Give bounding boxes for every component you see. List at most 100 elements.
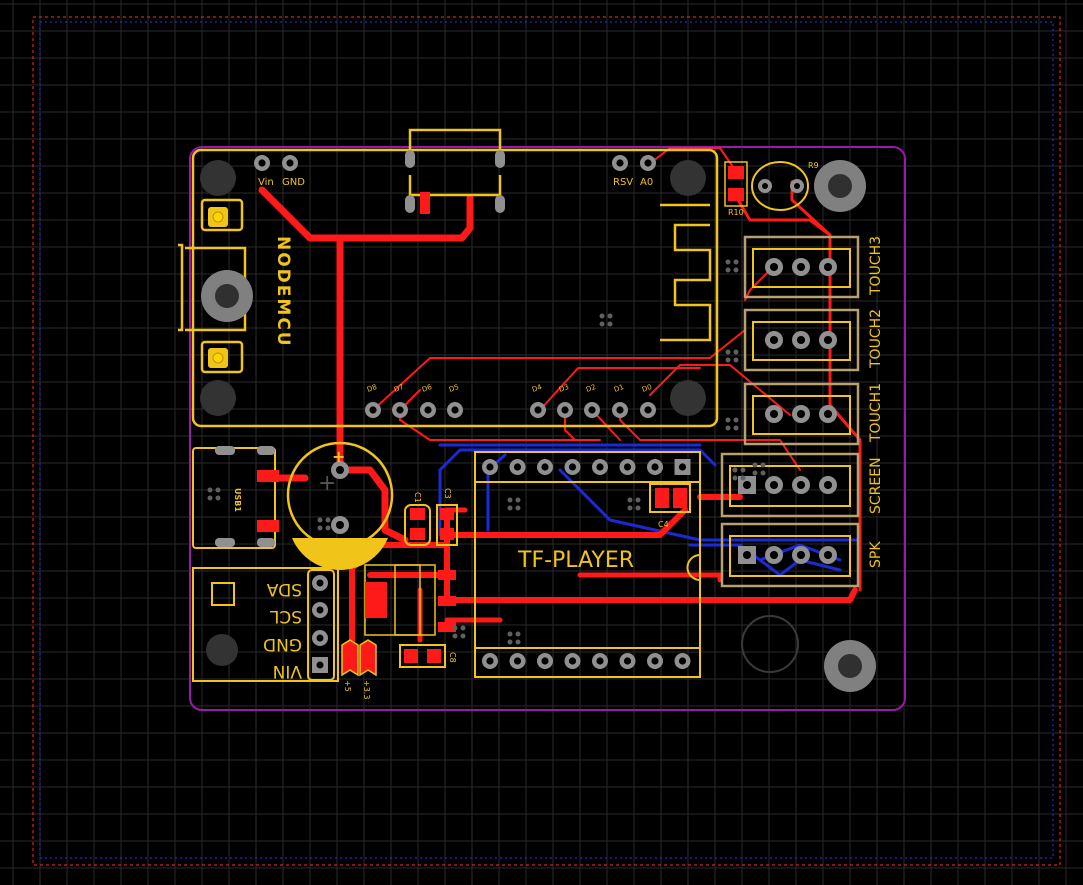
via: [507, 497, 513, 503]
c4-label: C4: [658, 520, 669, 529]
i2c-label-scl: SCL: [269, 606, 302, 626]
via: [725, 267, 731, 273]
connector-label-spk: SPK: [868, 541, 884, 568]
via: [215, 495, 221, 501]
via: [325, 517, 331, 523]
via: [215, 487, 221, 493]
bottom-pin-label: D3: [558, 383, 570, 394]
via: [460, 625, 466, 631]
via: [725, 357, 731, 363]
tf-player-label: TF-PLAYER: [517, 548, 634, 573]
tf-bottom-pin-hole: [513, 657, 522, 665]
nodemcu-bottom-pin-hole: [561, 406, 569, 414]
via: [725, 349, 731, 355]
c8-label: C8: [448, 652, 457, 663]
bottom-pin-label: D5: [448, 383, 460, 394]
connector-pin-hole: [742, 550, 752, 560]
c3-label: C3: [443, 488, 452, 499]
via: [317, 517, 323, 523]
bottom-pin-label: D4: [531, 383, 543, 394]
via: [733, 259, 739, 265]
tf-bottom-pin-hole: [623, 657, 632, 665]
tf-bottom-pin-hole: [651, 657, 659, 665]
via: [725, 259, 731, 265]
connector-label-touch3: TOUCH3: [868, 236, 884, 296]
connector-pin-hole: [796, 262, 806, 272]
tf-bottom-pin-hole: [568, 657, 577, 665]
svg-text:+: +: [318, 471, 336, 496]
keepout-border: [32, 16, 1061, 866]
i2c-label-gnd: GND: [263, 634, 302, 654]
faint-logo: [741, 615, 799, 673]
via: [515, 497, 521, 503]
tf-bottom-pin-hole: [541, 657, 549, 665]
nodemcu-top-pin-hole: [258, 159, 266, 167]
via: [627, 505, 633, 511]
via: [732, 467, 738, 473]
tf-top-pin-hole: [596, 463, 604, 471]
regulator: [364, 564, 456, 668]
connector-housing: [743, 235, 860, 299]
r9-label: R9: [808, 161, 819, 170]
connector-inner: [752, 321, 851, 361]
cap-plus-sign: +: [332, 447, 345, 466]
bottom-pin-label: D2: [585, 383, 597, 394]
connector-inner: [729, 535, 851, 577]
tf-top-pin-hole: [651, 463, 659, 471]
r9-ldr: [751, 161, 809, 211]
connector-pin-hole: [742, 480, 752, 490]
nodemcu-logo: NODEMCU: [273, 236, 293, 348]
nodemcu-bottom-pin-hole: [424, 406, 432, 414]
via: [733, 417, 739, 423]
connector-pin-hole: [769, 550, 779, 560]
nodemcu-top-pin-hole: [616, 159, 624, 167]
connector-housing: [720, 522, 860, 588]
via: [325, 525, 331, 531]
via: [760, 470, 766, 476]
nodemcu-top-pin-hole: [286, 159, 294, 167]
c1-c3-caps: [404, 504, 458, 546]
via: [607, 313, 613, 319]
tf-bottom-pin-hole: [596, 657, 604, 665]
via: [732, 475, 738, 481]
nodemcu-bottom-pin-hole: [396, 406, 404, 414]
board-outline: [189, 146, 906, 711]
connector-pin-hole: [769, 262, 779, 272]
connector-housing: [743, 382, 860, 446]
tf-top-pin-hole: [623, 463, 632, 471]
tf-top-pin-hole: [541, 463, 549, 471]
via: [733, 349, 739, 355]
via: [733, 357, 739, 363]
connector-label-screen: SCREEN: [868, 457, 884, 514]
via: [627, 497, 633, 503]
via: [507, 505, 513, 511]
nodemcu-bottom-pin-hole: [534, 406, 542, 414]
i2c-header: [192, 567, 339, 682]
via: [452, 633, 458, 639]
connector-inner: [752, 395, 851, 435]
nodemcu-outline: [191, 148, 719, 428]
via: [515, 631, 521, 637]
tf-top-pin-hole: [513, 463, 522, 471]
connector-pin-hole: [823, 409, 833, 419]
jumper-33v-label: +3.3: [362, 680, 371, 699]
via: [599, 313, 605, 319]
jumper-5v-label: +5: [343, 680, 352, 692]
r10-label: R10: [728, 208, 744, 217]
via: [752, 462, 758, 468]
pin-label-vin: Vin: [258, 177, 274, 188]
i2c-label-vin: VIN: [273, 661, 302, 681]
via: [507, 631, 513, 637]
tf-top-pin-hole: [486, 463, 494, 471]
connector-inner: [752, 248, 851, 288]
nodemcu-bottom-pin-hole: [451, 406, 459, 414]
nodemcu-bottom-pin-hole: [616, 406, 624, 414]
bottom-pin-label: D1: [613, 383, 625, 394]
connector-inner: [729, 465, 851, 507]
via: [733, 425, 739, 431]
connector-label-touch2: TOUCH2: [868, 309, 884, 369]
via: [740, 467, 746, 473]
